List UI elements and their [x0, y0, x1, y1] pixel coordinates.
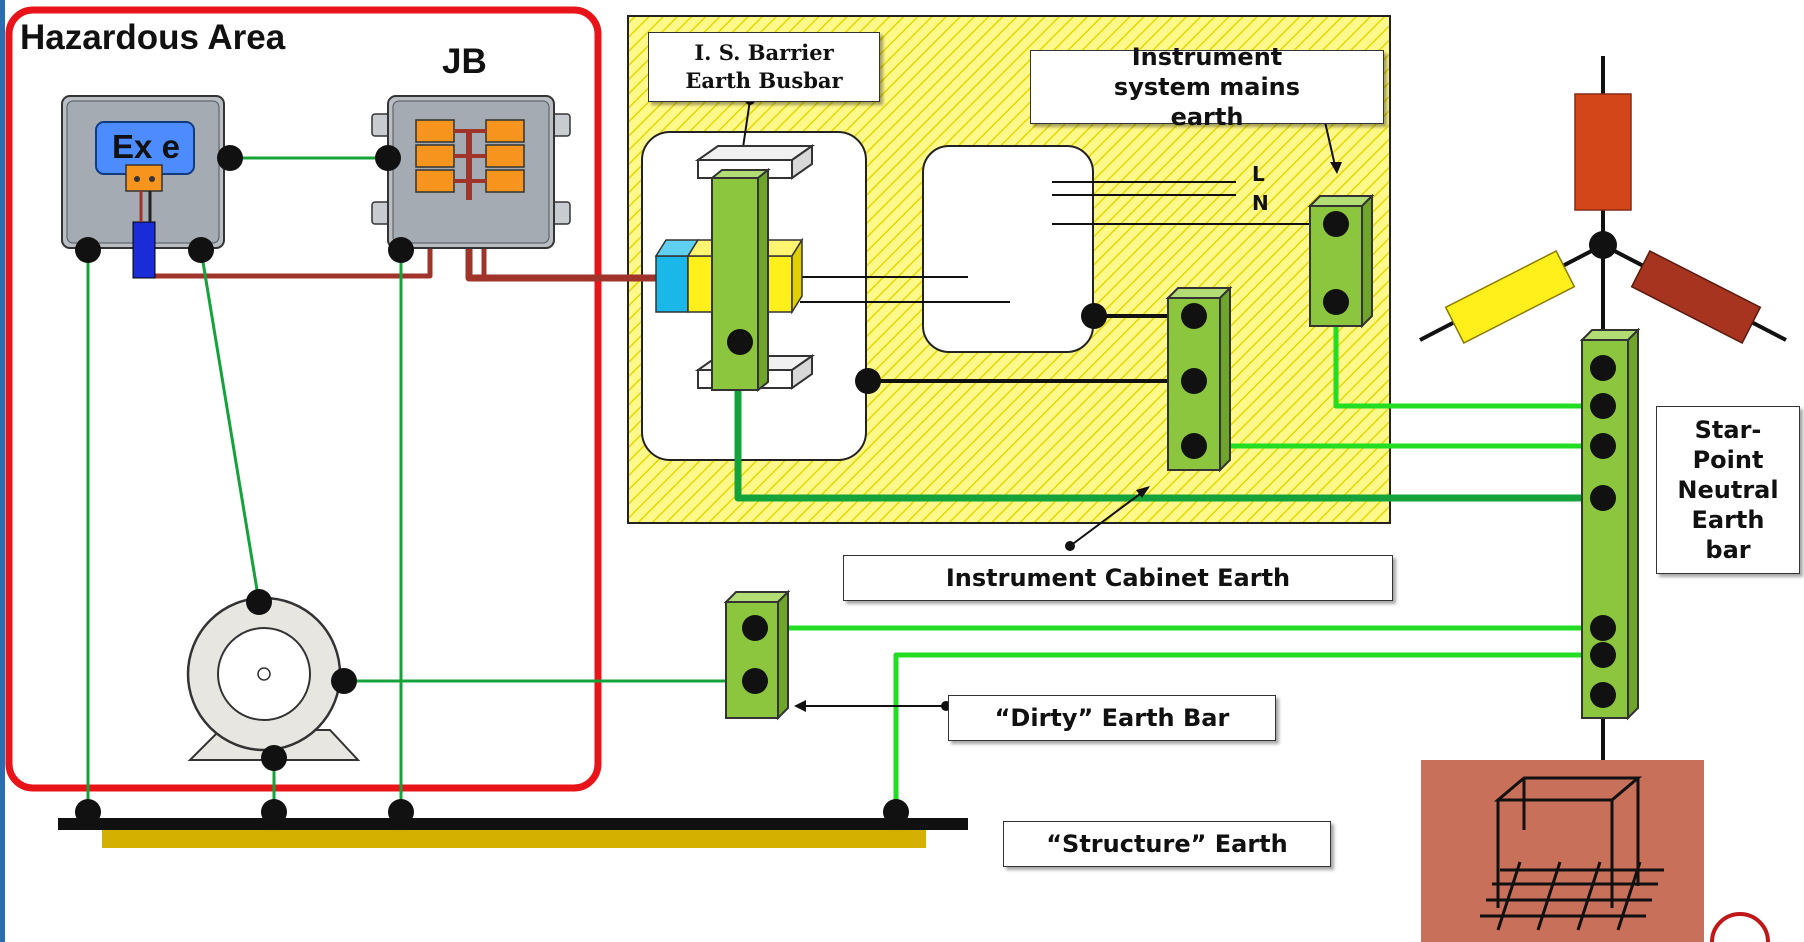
jb-terminal — [485, 119, 525, 143]
junction-box — [371, 95, 571, 249]
motor-shaft — [257, 667, 271, 681]
logo-fragment — [1710, 912, 1770, 942]
phase-winding-yellow — [1444, 250, 1576, 344]
jb-terminal — [415, 144, 455, 168]
mains-earth-label: Instrument system mains earth — [1030, 43, 1384, 131]
is-barrier-busbar — [654, 144, 816, 393]
jb-terminal — [485, 144, 525, 168]
dirty-earth-label: “Dirty” Earth Bar — [948, 695, 1276, 741]
hazardous-area-title: Hazardous Area — [20, 18, 286, 57]
phase-winding-red — [1574, 93, 1632, 211]
hazardous-area-boundary — [5, 6, 602, 792]
jb-terminal — [485, 169, 525, 193]
structure-earth-label: “Structure” Earth — [1003, 821, 1331, 867]
is-earth-busbar — [711, 177, 759, 391]
star-point-label: Star-Point Neutral Earth bar — [1656, 406, 1800, 574]
structure-earth-gold — [102, 828, 926, 848]
exe-terminal — [125, 164, 163, 192]
instrument-system-box — [922, 145, 1094, 353]
dirty-earth-bar — [723, 589, 791, 721]
earth-pit — [1421, 760, 1704, 942]
left-edge-strip — [0, 0, 5, 942]
structure-earth-bar — [58, 818, 968, 830]
phase-winding-brown — [1630, 250, 1762, 344]
neutral-label: N — [1252, 191, 1269, 215]
is-barrier-module-blue — [655, 255, 689, 313]
cabinet-earth-label: Instrument Cabinet Earth — [843, 555, 1393, 601]
jb-title: JB — [442, 42, 487, 81]
exe-label: Ex e — [112, 128, 180, 165]
mains-earth-bar — [1307, 193, 1375, 329]
exe-enclosure — [61, 95, 225, 279]
jb-terminal — [415, 119, 455, 143]
transformer-star-point — [1419, 93, 1787, 344]
line-label: L — [1252, 162, 1265, 186]
motor — [186, 596, 361, 761]
is-barrier-label: I. S. Barrier Earth Busbar — [648, 32, 880, 102]
exe-cable-gland — [132, 221, 156, 279]
jb-terminal — [415, 169, 455, 193]
